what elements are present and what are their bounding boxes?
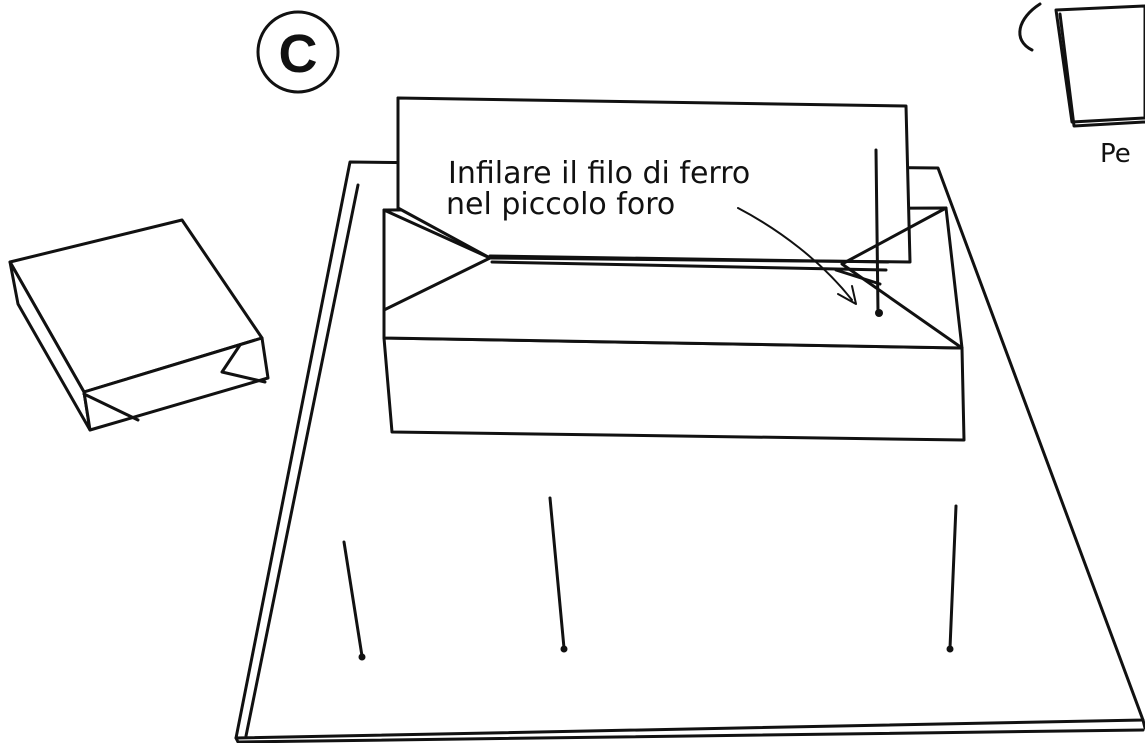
cropped-box-top-right: Pe — [1020, 4, 1145, 169]
small-box — [10, 220, 268, 430]
instruction-line-1: Infilare il filo di ferro — [448, 156, 750, 191]
step-letter: C — [279, 24, 318, 84]
step-badge: C — [258, 12, 338, 92]
cropped-caption: Pe — [1100, 139, 1131, 169]
instruction-line-2: nel piccolo foro — [446, 187, 675, 222]
main-box — [384, 98, 964, 440]
